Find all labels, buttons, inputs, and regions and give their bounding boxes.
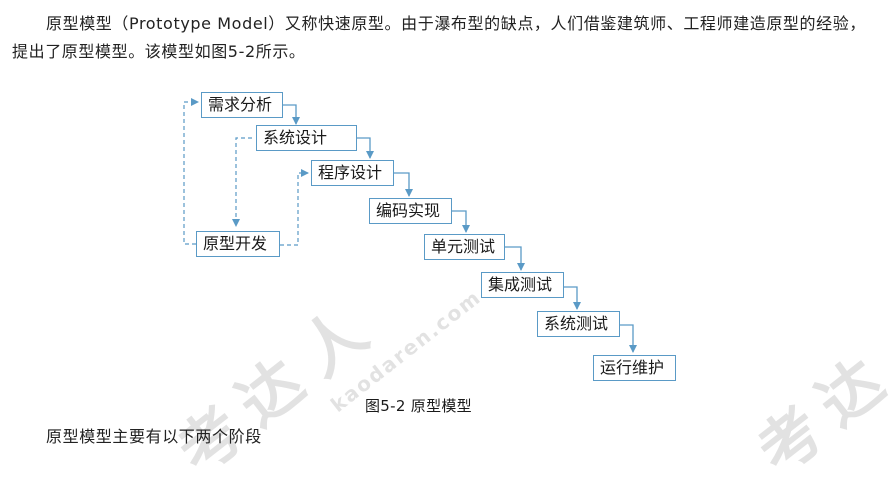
- feedback-arrow: [232, 137, 252, 227]
- flow-arrow: [452, 210, 470, 233]
- box-program-design: 程序设计: [311, 160, 394, 186]
- flow-arrow: [357, 137, 374, 159]
- next-paragraph: 原型模型主要有以下两个阶段: [46, 427, 262, 446]
- flow-arrow: [620, 324, 637, 353]
- diagram-arrows: [183, 98, 637, 353]
- box-operation-maintenance: 运行维护: [593, 355, 676, 381]
- intro-paragraph: 原型模型（Prototype Model）又称快速原型。由于瀑布型的缺点，人们借…: [12, 14, 866, 61]
- box-system-design: 系统设计: [256, 125, 357, 151]
- feedback-arrow: [280, 169, 309, 246]
- prototype-model-diagram: 需求分析 系统设计 程序设计 编码实现 单元测试 集成测试 系统测试 运行维护 …: [183, 92, 676, 381]
- box-prototype-development: 原型开发: [196, 231, 280, 257]
- figure-caption: 图5-2 原型模型: [365, 397, 472, 415]
- flow-arrow: [283, 104, 300, 125]
- box-requirements-analysis: 需求分析: [201, 92, 283, 118]
- feedback-arrow: [183, 98, 199, 245]
- box-integration-testing: 集成测试: [481, 272, 564, 298]
- box-system-testing: 系统测试: [537, 311, 620, 337]
- flow-arrow: [564, 286, 581, 310]
- box-unit-testing: 单元测试: [424, 234, 505, 260]
- flow-arrow: [394, 172, 413, 197]
- box-coding: 编码实现: [369, 198, 452, 224]
- flow-arrow: [505, 246, 525, 271]
